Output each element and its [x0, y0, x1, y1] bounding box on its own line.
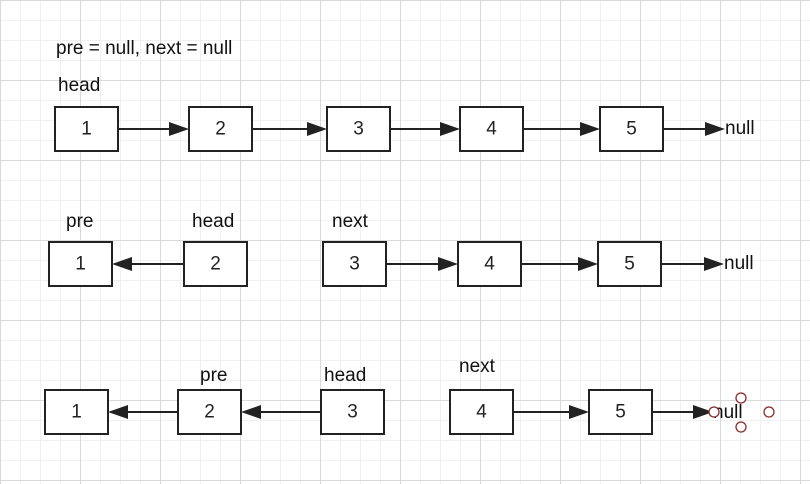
row3-node-3-value: 3: [347, 402, 358, 423]
row2-arrow-4-5: [521, 257, 598, 271]
init-caption: pre = null, next = null: [56, 38, 232, 59]
row3-pre-label: pre: [200, 365, 227, 386]
row3-node-1: [44, 389, 109, 435]
row1-head-label: head: [58, 75, 100, 96]
row2-head-label: head: [192, 211, 234, 232]
row1-node-5-value: 5: [626, 119, 637, 140]
row3-arrow-5-null: [652, 405, 713, 419]
row2-null-label: null: [724, 253, 754, 274]
selection-handle-top[interactable]: [735, 392, 747, 404]
row2-node-2: [183, 241, 248, 287]
row2-node-3-value: 3: [349, 254, 360, 275]
row1-node-3-value: 3: [353, 119, 364, 140]
row1-arrow-5-null: [663, 122, 725, 136]
row1-arrow-3-4: [390, 122, 460, 136]
row2-node-5-value: 5: [624, 254, 635, 275]
row2-pre-label: pre: [66, 211, 93, 232]
row1-arrow-2-3: [252, 122, 327, 136]
row2-arrow-3-4: [386, 257, 458, 271]
row2-node-2-value: 2: [210, 254, 221, 275]
row1-node-2-value: 2: [215, 119, 226, 140]
row3-node-2-value: 2: [204, 402, 215, 423]
row1-node-1: [54, 106, 119, 152]
row2-arrow-5-null: [661, 257, 724, 271]
row3-arrow-4-5: [513, 405, 589, 419]
row3-null-label: null: [713, 402, 743, 423]
row1-null-label: null: [725, 118, 755, 139]
row1-node-5: [599, 106, 664, 152]
row3-node-1-value: 1: [71, 402, 82, 423]
row3-next-label: next: [459, 356, 496, 377]
selection-handle-bottom[interactable]: [735, 421, 747, 433]
row1-node-1-value: 1: [81, 119, 92, 140]
selection-handle-left[interactable]: [708, 406, 720, 418]
row1-node-3: [326, 106, 391, 152]
row2-arrow-2-1: [112, 257, 184, 271]
selection-handle-right[interactable]: [763, 406, 775, 418]
row3-arrow-2-1: [108, 405, 178, 419]
row3-node-5-value: 5: [615, 402, 626, 423]
row1-arrow-1-2: [118, 122, 189, 136]
row3-node-4-value: 4: [476, 402, 487, 423]
row2-node-1-value: 1: [75, 254, 86, 275]
row3-arrow-3-2: [241, 405, 321, 419]
row2-node-4-value: 4: [484, 254, 495, 275]
row1-node-2: [188, 106, 253, 152]
row3-head-label: head: [324, 365, 366, 386]
row1-node-4-value: 4: [486, 119, 497, 140]
row2-next-label: next: [332, 211, 369, 232]
row1-arrow-4-5: [523, 122, 600, 136]
